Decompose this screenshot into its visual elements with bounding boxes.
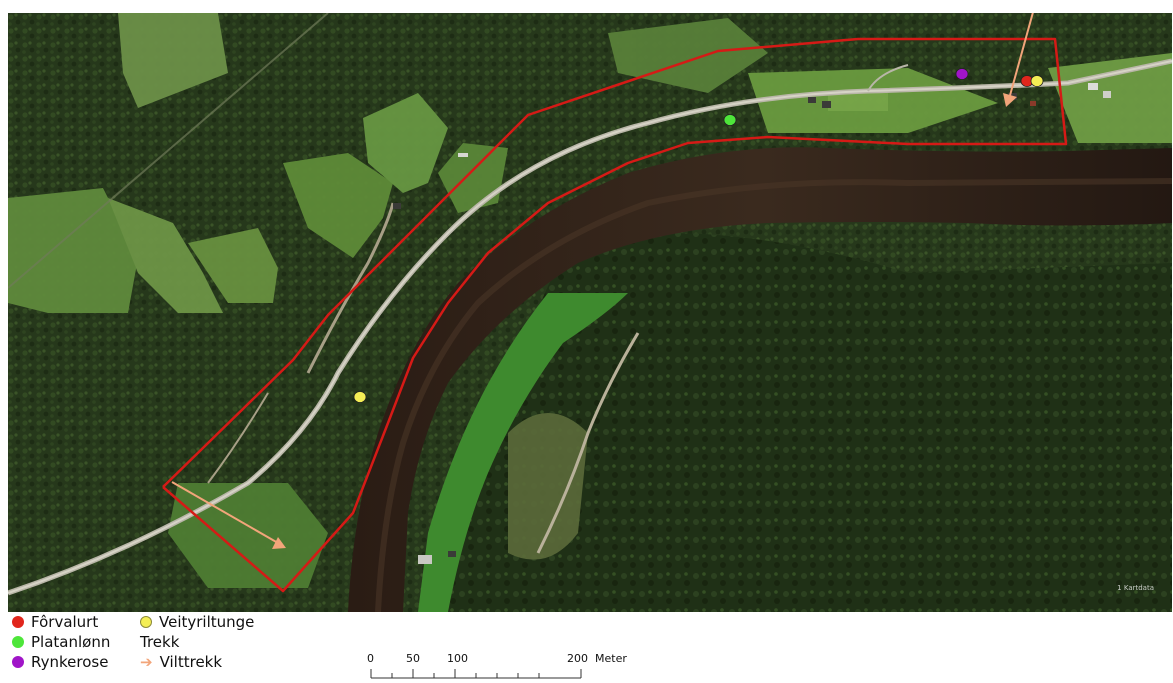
legend-label: Veityriltunge (159, 613, 255, 631)
scale-label-0: 0 (367, 652, 374, 665)
veityriltunge-marker-2[interactable] (353, 391, 367, 403)
scale-label-50: 50 (406, 652, 420, 665)
legend-item-rynkerose: Rynkerose (12, 653, 108, 671)
legend-label: Platanlønn (31, 633, 111, 651)
legend-item-vilttrekk: ➔ Vilttrekk (140, 653, 222, 671)
map-legend: Fôrvalurt Platanlønn Rynkerose Veityrilt… (8, 612, 568, 682)
meadow-fields (8, 13, 1172, 588)
river-meadow (418, 293, 628, 612)
yellow-dot-icon (140, 616, 152, 628)
scale-bar: 0 50 100 200 Meter (360, 652, 660, 682)
vilttrekk-arrow-south[interactable] (171, 481, 286, 549)
vilttrekk-arrow-north[interactable] (1003, 13, 1035, 107)
rynkerose-marker[interactable] (955, 68, 969, 80)
scale-label-200: 200 (567, 652, 588, 665)
platanlonn-marker[interactable] (723, 114, 737, 126)
scale-unit: Meter (595, 652, 627, 665)
forest-area-south (428, 233, 1172, 612)
scale-ruler (370, 669, 582, 679)
legend-item-forvalurt: Fôrvalurt (12, 613, 98, 631)
scale-label-100: 100 (447, 652, 468, 665)
legend-label: Rynkerose (31, 653, 109, 671)
veityriltunge-marker[interactable] (1030, 75, 1044, 87)
legend-label: Fôrvalurt (31, 613, 99, 631)
red-dot-icon (12, 616, 24, 628)
river-sheen (375, 178, 1172, 612)
purple-dot-icon (12, 656, 24, 668)
legend-item-platanlonn: Platanlønn (12, 633, 110, 651)
study-area-boundary (162, 37, 1068, 593)
green-dot-icon (12, 636, 24, 648)
clearing-south (508, 413, 588, 560)
river (348, 147, 1172, 612)
legend-label: Vilttrekk (159, 653, 223, 671)
arrow-right-icon: ➔ (140, 653, 153, 671)
legend-label: Trekk (140, 633, 180, 651)
map-credit: 1 Kartdata (1117, 584, 1154, 592)
legend-heading-trekk: Trekk (140, 633, 179, 651)
roads (8, 13, 1172, 596)
satellite-map[interactable]: 1 Kartdata (8, 13, 1172, 612)
legend-item-veityriltunge: Veityriltunge (140, 613, 254, 631)
